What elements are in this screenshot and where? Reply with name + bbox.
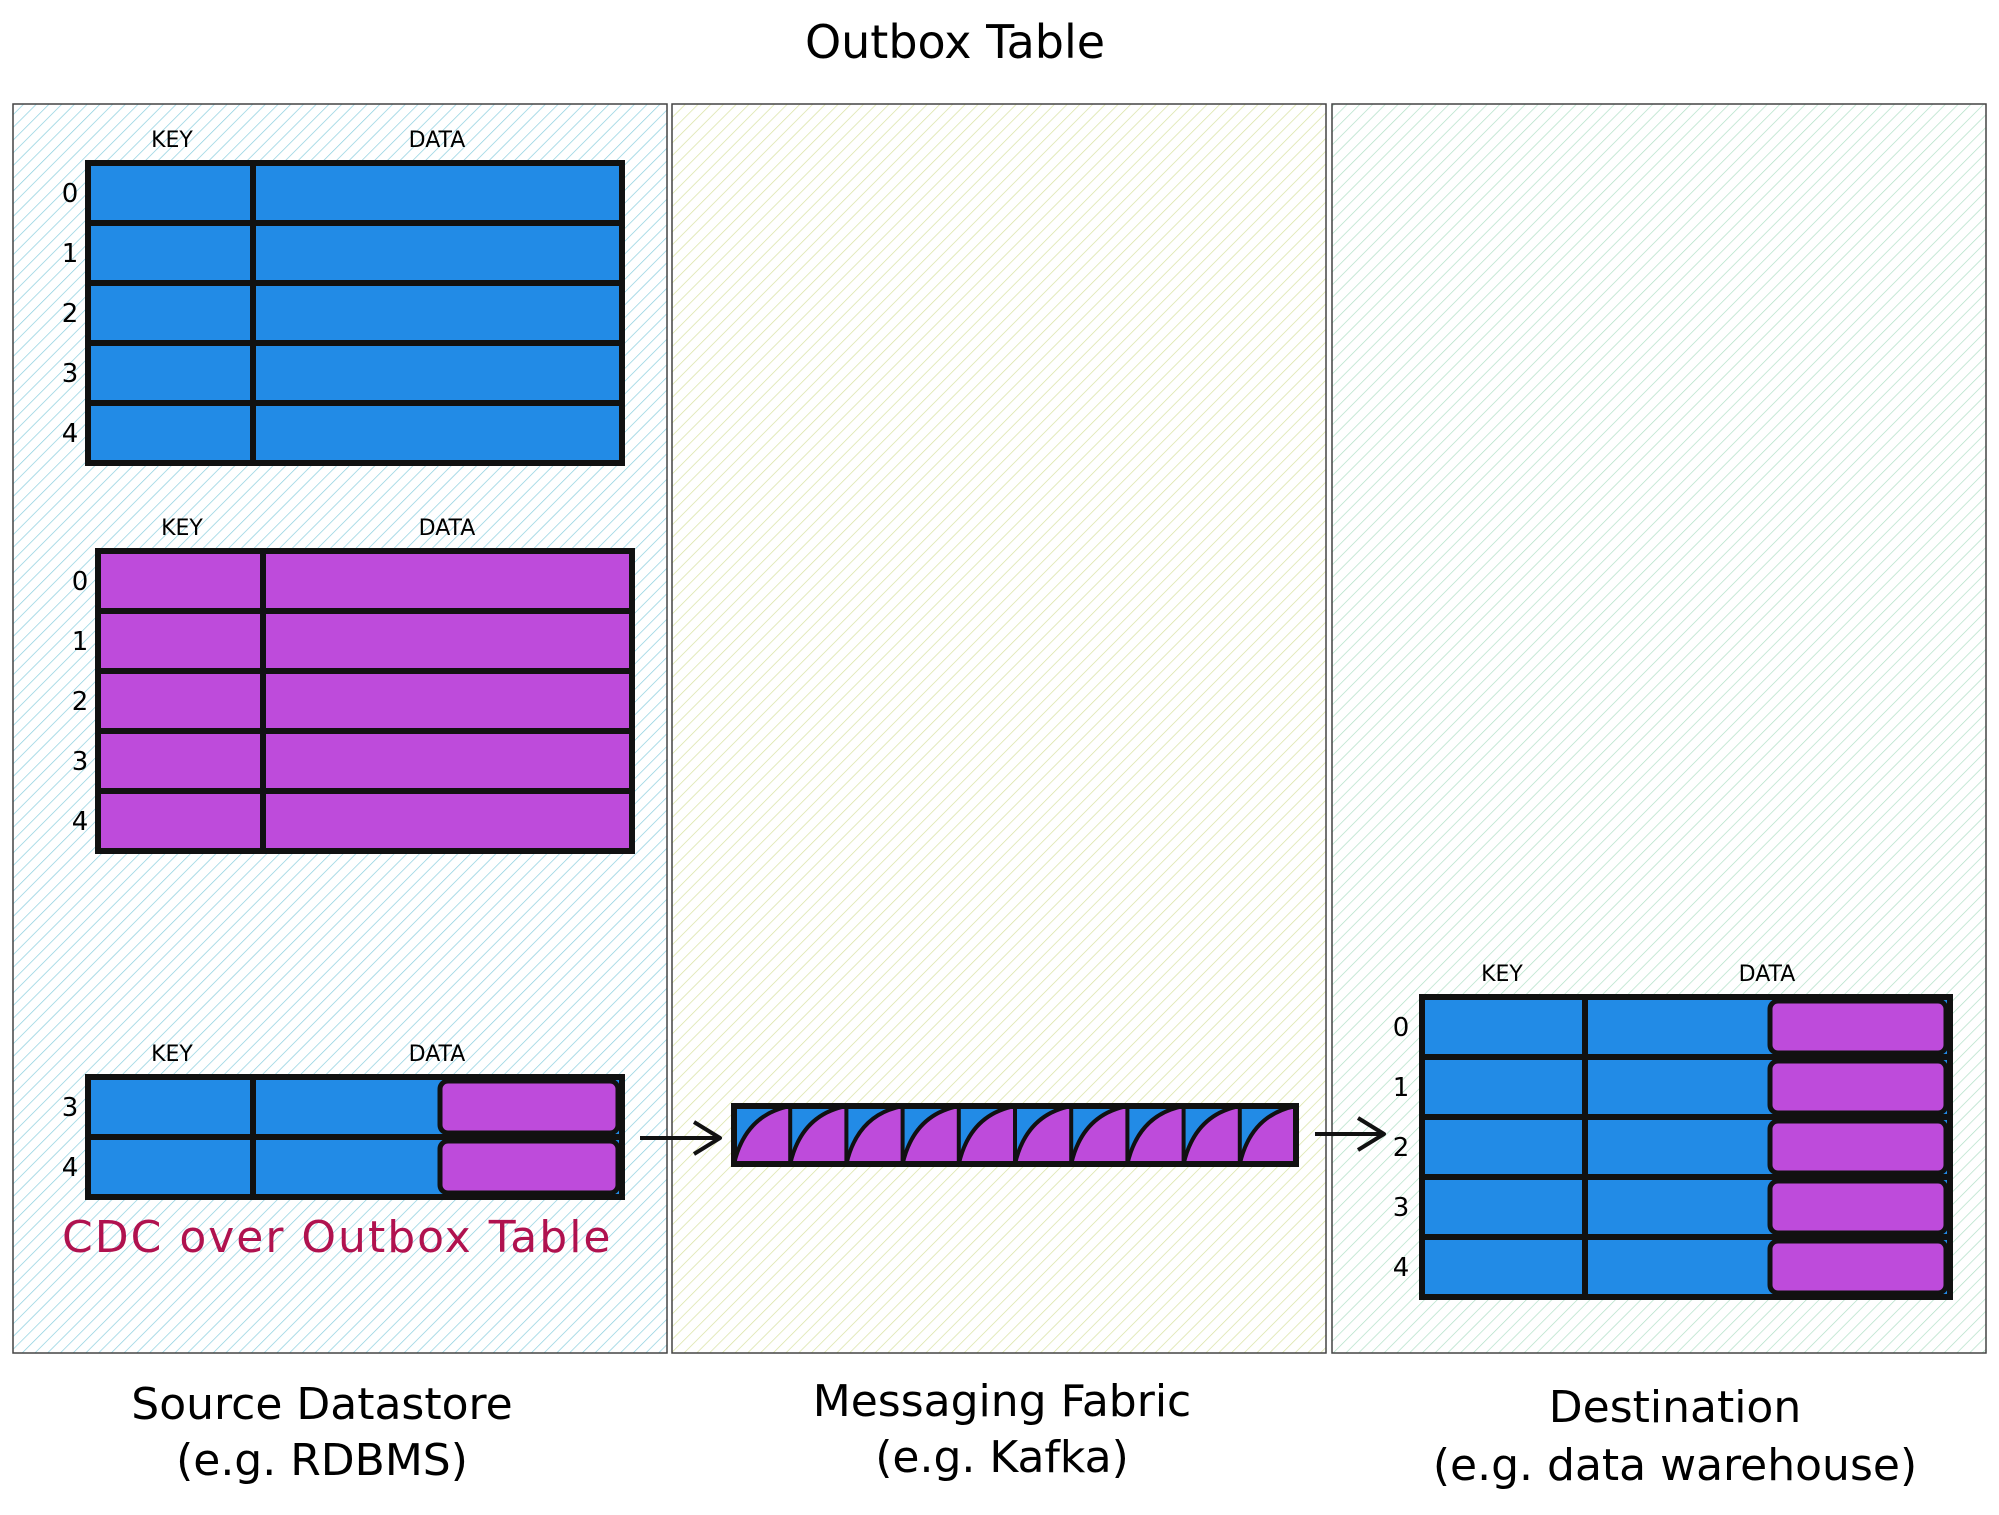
- table-header-key: KEY: [161, 516, 203, 541]
- destination-caption-line2: (e.g. data warehouse): [1433, 1440, 1917, 1491]
- row-index: 3: [1393, 1193, 1410, 1223]
- queue-message-slot: [844, 1104, 903, 1165]
- queue-message-slot: [1237, 1104, 1297, 1165]
- outbox-payload-cell: [437, 1138, 621, 1196]
- source-purple-table: KEY DATA 0 1 2 3 4: [72, 516, 635, 854]
- table-body: [95, 548, 635, 854]
- destination-caption-line1: Destination: [1549, 1382, 1801, 1433]
- table-header-key: KEY: [1481, 962, 1523, 987]
- queue-message-slot: [900, 1104, 960, 1165]
- row-index: 1: [62, 239, 79, 269]
- destination-table: KEY DATA 0 1 2 3 4: [1393, 962, 1953, 1300]
- dest-payload-cell: [1767, 1058, 1949, 1116]
- dest-payload-cell: [1767, 1118, 1949, 1176]
- queue-message-slot: [1069, 1104, 1128, 1165]
- dest-payload-cell: [1767, 998, 1949, 1056]
- cdc-label: CDC over Outbox Table: [62, 1212, 613, 1263]
- queue-outline: [731, 1103, 1299, 1167]
- table-header-key: KEY: [151, 128, 193, 153]
- row-index: 0: [72, 567, 89, 597]
- source-caption-line2: (e.g. RDBMS): [176, 1435, 468, 1486]
- outbox-payload-cell: [437, 1078, 621, 1136]
- row-index: 4: [62, 1153, 79, 1183]
- row-index: 2: [72, 687, 89, 717]
- queue-message-slot: [1181, 1104, 1241, 1165]
- queue-message-slot: [956, 1104, 1016, 1165]
- arrow-right-icon: [1315, 1116, 1386, 1152]
- row-index: 4: [62, 419, 79, 449]
- row-index: 4: [1393, 1253, 1410, 1283]
- queue-message-slot: [1125, 1104, 1184, 1165]
- queue-message-slot: [732, 1104, 791, 1165]
- table-header-data: DATA: [409, 1042, 466, 1067]
- dest-payload-cell: [1767, 1178, 1949, 1236]
- messaging-queue: [731, 1103, 1299, 1167]
- messaging-caption-line2: (e.g. Kafka): [875, 1432, 1129, 1483]
- row-index: 4: [72, 807, 89, 837]
- row-index: 3: [72, 747, 89, 777]
- row-index: 1: [1393, 1073, 1410, 1103]
- row-index: 0: [62, 179, 79, 209]
- diagram-title: Outbox Table: [805, 15, 1105, 69]
- outbox-table: KEY DATA 3 4: [62, 1042, 625, 1200]
- row-index: 1: [72, 627, 89, 657]
- dest-payload-cell: [1767, 1238, 1949, 1296]
- row-index: 2: [62, 299, 79, 329]
- source-caption-line1: Source Datastore: [131, 1379, 512, 1430]
- row-index: 3: [62, 1093, 79, 1123]
- table-header-data: DATA: [409, 128, 466, 153]
- table-header-data: DATA: [1739, 962, 1796, 987]
- row-index: 0: [1393, 1013, 1410, 1043]
- source-blue-table: KEY DATA 0 1 2 3 4: [62, 128, 625, 466]
- arrow-right-icon: [640, 1120, 722, 1156]
- table-header-key: KEY: [151, 1042, 193, 1067]
- messaging-caption-line1: Messaging Fabric: [813, 1376, 1191, 1427]
- table-header-data: DATA: [419, 516, 476, 541]
- row-index: 2: [1393, 1133, 1410, 1163]
- table-body: [85, 160, 625, 466]
- queue-message-slot: [1013, 1104, 1072, 1165]
- queue-message-slot: [788, 1104, 847, 1165]
- row-index: 3: [62, 359, 79, 389]
